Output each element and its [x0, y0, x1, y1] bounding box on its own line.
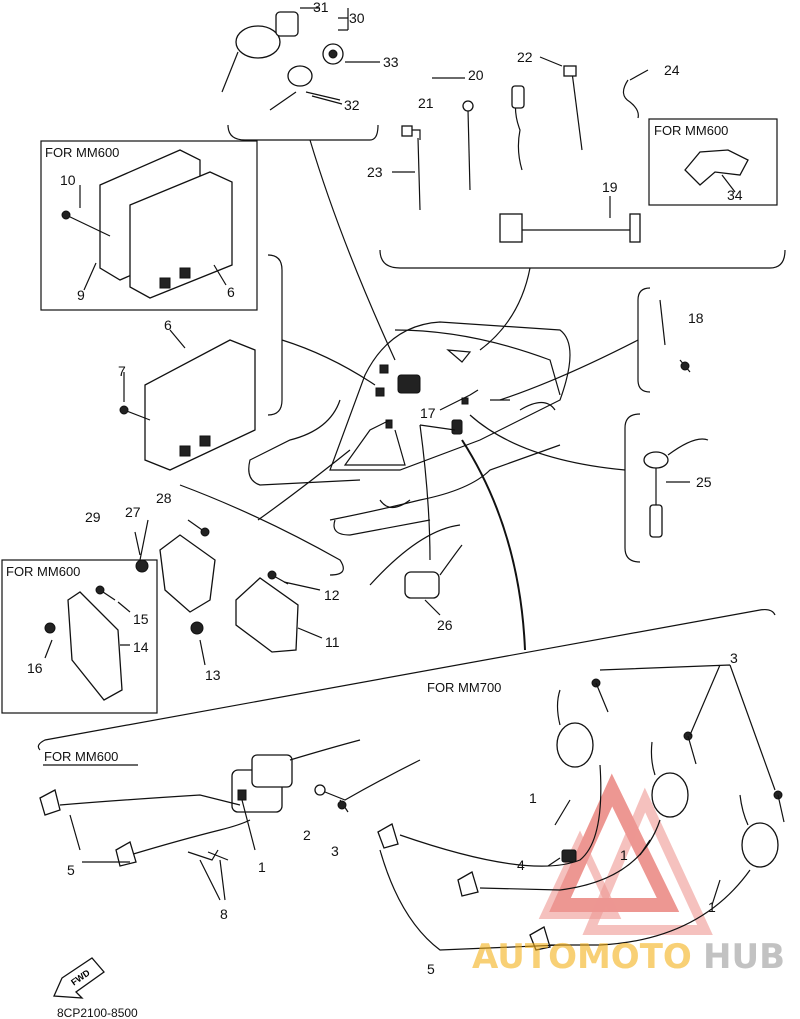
- callout-labels: 31 30 33 32 22 24 20 21 23 19 34 10 9 6 …: [27, 0, 743, 977]
- label-mm600-ignition: FOR MM600: [44, 749, 118, 764]
- label-mm600-ecu: FOR MM600: [45, 145, 119, 160]
- callout-3a: 3: [730, 650, 738, 666]
- callout-6a: 6: [227, 284, 235, 300]
- callout-8: 8: [220, 906, 228, 922]
- fwd-arrow: [53, 957, 105, 999]
- callout-1d: 1: [258, 859, 266, 875]
- svg-text:AUTOMOTO: AUTOMOTO: [472, 937, 692, 977]
- callout-2: 2: [303, 827, 311, 843]
- label-mm600-bracket: FOR MM600: [654, 123, 728, 138]
- callout-11: 11: [325, 634, 340, 650]
- callout-5a: 5: [67, 862, 75, 878]
- svg-text:HUB: HUB: [703, 937, 785, 977]
- callout-12: 12: [324, 587, 340, 603]
- callout-26: 26: [437, 617, 453, 633]
- callout-1b: 1: [620, 847, 628, 863]
- mm600-ecu-box: [40, 140, 258, 311]
- callout-7: 7: [118, 363, 126, 379]
- callout-25: 25: [696, 474, 712, 490]
- right-side-parts: [469, 287, 709, 563]
- ecu-unit: [119, 254, 376, 471]
- callout-10: 10: [60, 172, 76, 188]
- callout-18: 18: [688, 310, 704, 326]
- callout-33: 33: [383, 54, 399, 70]
- small-parts-group: [379, 56, 786, 351]
- regulator-group: [134, 389, 526, 666]
- callout-3b: 3: [331, 843, 339, 859]
- label-mm600-regulator: FOR MM600: [6, 564, 80, 579]
- callout-21: 21: [418, 95, 434, 111]
- callout-24: 24: [664, 62, 680, 78]
- callout-9: 9: [77, 287, 85, 303]
- callout-32: 32: [344, 97, 360, 113]
- snowmobile-body: [248, 321, 571, 536]
- callout-31: 31: [313, 0, 329, 15]
- callout-1a: 1: [529, 790, 537, 806]
- watermark-text: AUTOMOTO HUB: [472, 937, 785, 977]
- callout-6b: 6: [164, 317, 172, 333]
- section-divider: [37, 608, 776, 751]
- variant-labels: FOR MM600 FOR MM600 FOR MM600 FOR MM600 …: [6, 123, 728, 764]
- callout-19: 19: [602, 179, 618, 195]
- callout-4: 4: [517, 857, 525, 873]
- callout-23: 23: [367, 164, 383, 180]
- callout-15: 15: [133, 611, 149, 627]
- callout-14: 14: [133, 639, 149, 655]
- callout-34: 34: [727, 187, 743, 203]
- callout-13: 13: [205, 667, 221, 683]
- callout-1c: 1: [708, 899, 716, 915]
- watermark-logo: [538, 773, 713, 935]
- reference-code: 8CP2100-8500: [57, 1006, 138, 1019]
- callout-16: 16: [27, 660, 43, 676]
- callout-27: 27: [125, 504, 141, 520]
- callout-22: 22: [517, 49, 533, 65]
- mm600-ignition-coil: [39, 739, 421, 901]
- main-switch-assembly: [221, 7, 396, 361]
- callout-5b: 5: [427, 961, 435, 977]
- mm600-bracket-box: [648, 118, 778, 206]
- label-mm700-ignition: FOR MM700: [427, 680, 501, 695]
- callout-29: 29: [85, 509, 101, 525]
- callout-30: 30: [349, 10, 365, 26]
- mm600-regulator-box: [1, 559, 158, 714]
- callout-17: 17: [420, 405, 436, 421]
- mm700-ignition-coils: [377, 664, 785, 951]
- callout-28: 28: [156, 490, 172, 506]
- callout-20: 20: [468, 67, 484, 83]
